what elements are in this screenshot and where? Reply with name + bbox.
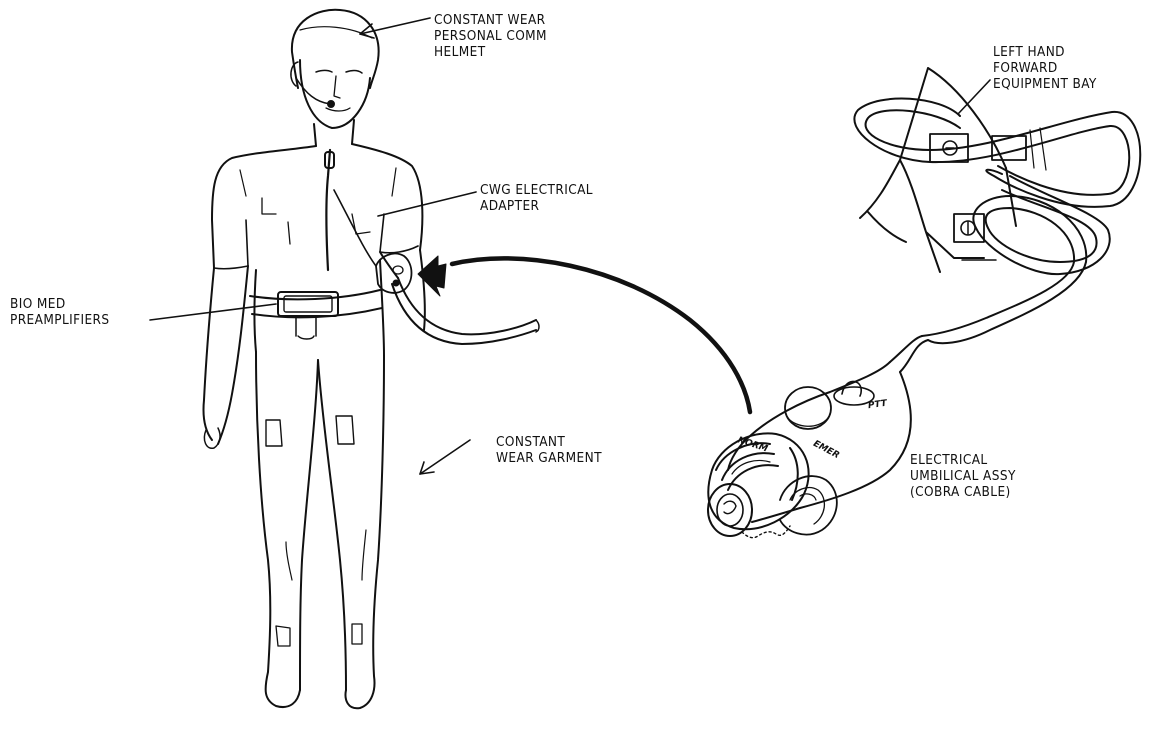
label-umbilical: ELECTRICAL UMBILICAL ASSY (COBRA CABLE) xyxy=(910,452,1016,500)
label-umbilical-line-1: ELECTRICAL xyxy=(910,452,1016,468)
label-bay-line-3: EQUIPMENT BAY xyxy=(993,76,1097,92)
leader-lines xyxy=(150,18,990,474)
label-garment-line-2: WEAR GARMENT xyxy=(496,450,602,466)
umbilical-connector xyxy=(708,362,911,538)
label-umbilical-line-3: (COBRA CABLE) xyxy=(910,484,1016,500)
label-adapter-line-2: ADAPTER xyxy=(480,198,593,214)
label-adapter-line-1: CWG ELECTRICAL xyxy=(480,182,593,198)
astronaut-figure xyxy=(203,10,539,708)
label-umbilical-line-2: UMBILICAL ASSY xyxy=(910,468,1016,484)
cobra-cable xyxy=(854,99,1140,372)
comm-helmet xyxy=(292,10,379,88)
label-helmet: CONSTANT WEAR PERSONAL COMM HELMET xyxy=(434,12,547,60)
label-helmet-line-3: HELMET xyxy=(434,44,547,60)
label-helmet-line-1: CONSTANT WEAR xyxy=(434,12,547,28)
label-helmet-line-2: PERSONAL COMM xyxy=(434,28,547,44)
label-bay-line-1: LEFT HAND xyxy=(993,44,1097,60)
label-garment-line-1: CONSTANT xyxy=(496,434,602,450)
label-garment: CONSTANT WEAR GARMENT xyxy=(496,434,602,466)
label-preamps-line-1: BIO MED xyxy=(10,296,109,312)
label-adapter: CWG ELECTRICAL ADAPTER xyxy=(480,182,593,214)
label-preamplifiers: BIO MED PREAMPLIFIERS xyxy=(10,296,109,328)
label-equipment-bay: LEFT HAND FORWARD EQUIPMENT BAY xyxy=(993,44,1097,92)
label-bay-line-2: FORWARD xyxy=(993,60,1097,76)
label-preamps-line-2: PREAMPLIFIERS xyxy=(10,312,109,328)
